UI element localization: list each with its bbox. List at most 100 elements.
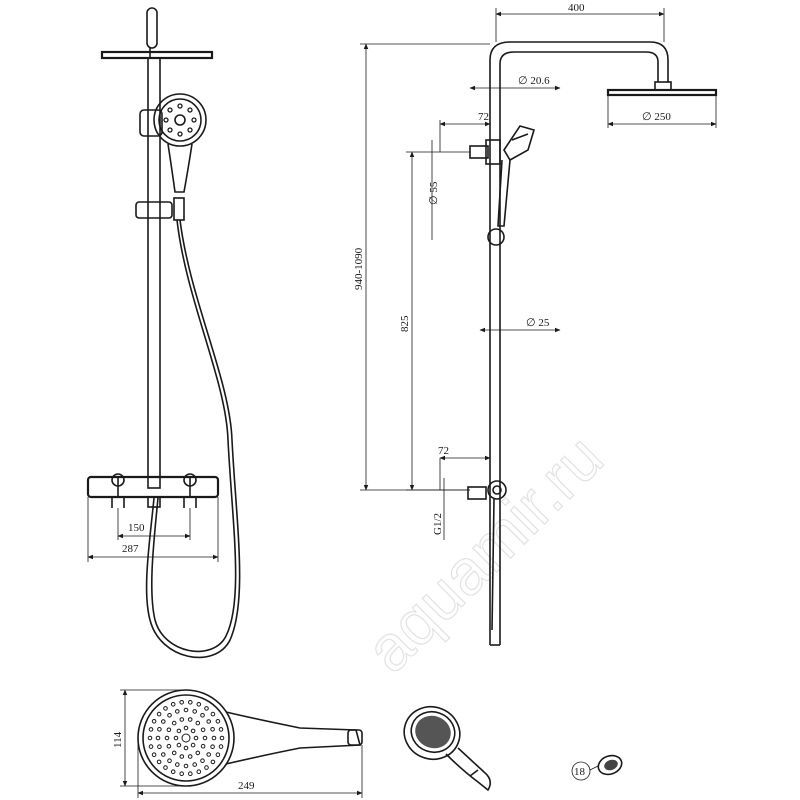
nozzle: [156, 711, 162, 717]
nozzle: [171, 720, 177, 726]
nozzle: [200, 758, 205, 764]
side-view: [360, 8, 718, 646]
rail-side: [489, 41, 669, 645]
nozzle: [163, 765, 168, 770]
dim-mixer-centers: 150: [128, 522, 145, 534]
nozzle: [151, 752, 157, 758]
nozzle: [215, 752, 221, 758]
nozzle: [164, 735, 170, 741]
nozzle: [200, 713, 205, 718]
hose-side: [491, 498, 495, 631]
nozzle: [188, 700, 193, 705]
hand-shower-side: [503, 125, 535, 162]
nozzle: [179, 771, 184, 777]
overhead-head-side: [606, 88, 718, 97]
nozzle: [210, 727, 215, 732]
nozzle: [192, 762, 197, 767]
nozzle: [179, 717, 185, 722]
nozzle: [181, 733, 191, 743]
nozzle: [196, 769, 202, 775]
nozzle: [156, 759, 162, 765]
nozzle: [219, 735, 225, 741]
nozzle: [170, 769, 176, 775]
part-18-callout: 18: [571, 754, 623, 781]
nozzle: [211, 735, 217, 741]
front-view: [86, 7, 241, 659]
rail-front: [147, 57, 161, 489]
nozzle: [200, 743, 206, 749]
nozzle: [193, 735, 199, 741]
nozzle: [206, 752, 211, 757]
nozzle: [176, 742, 182, 748]
nozzle: [179, 754, 185, 759]
nozzle: [170, 702, 176, 707]
nozzle: [157, 744, 162, 750]
nozzle: [151, 719, 157, 724]
dim-top-holder-offset: 72: [478, 111, 489, 123]
dim-inlet-thread: G1/2: [432, 513, 444, 535]
nozzle: [161, 752, 166, 757]
nozzle-pattern: [147, 700, 225, 777]
nozzle: [202, 735, 208, 741]
nozzle: [167, 758, 172, 764]
dim-bottom-offset: 72: [438, 445, 449, 457]
dim-rail-height: 825: [399, 315, 411, 332]
nozzle: [161, 719, 166, 724]
nozzle: [183, 763, 189, 769]
nozzle: [176, 728, 182, 734]
dim-hand-height: 114: [112, 731, 124, 748]
nozzle: [157, 727, 162, 732]
nozzle: [175, 762, 180, 767]
hose-front: [145, 219, 241, 659]
nozzle: [187, 717, 193, 722]
nozzle: [190, 742, 196, 748]
watermark: aquamir.ru: [352, 421, 617, 686]
hand-shower-perspective: [403, 705, 492, 792]
mixer-bar: [86, 475, 220, 499]
nozzle: [192, 709, 197, 714]
nozzle: [204, 706, 209, 711]
nozzle: [166, 743, 172, 749]
nozzle: [195, 750, 201, 756]
dim-head-diameter: ∅ 250: [642, 111, 671, 123]
nozzle: [183, 745, 189, 751]
nozzle: [167, 713, 172, 718]
part-number: 18: [574, 766, 586, 778]
dim-arm-length: 400: [568, 2, 585, 14]
nozzle: [173, 735, 179, 741]
nozzle: [206, 719, 211, 724]
dim-total-height: 940-1090: [353, 247, 365, 290]
nozzle: [147, 735, 153, 741]
nozzle: [188, 771, 193, 777]
nozzle: [175, 709, 180, 714]
nozzle: [171, 750, 177, 756]
nozzle: [215, 719, 221, 724]
nozzle: [200, 727, 206, 733]
nozzle: [195, 720, 201, 726]
hand-shower-front: [153, 93, 207, 193]
nozzle: [183, 707, 189, 713]
nozzle: [218, 744, 224, 749]
dim-arm-pipe-diameter: ∅ 20.6: [518, 75, 550, 87]
dim-rail-diameter: ∅ 25: [526, 317, 550, 329]
hand-shower-detail: [120, 689, 363, 798]
nozzle: [210, 744, 215, 750]
nozzle: [210, 759, 216, 765]
nozzle: [187, 754, 193, 759]
dim-hand-length: 249: [238, 780, 255, 792]
nozzle: [204, 765, 209, 770]
dim-holder-diameter: ∅ 55: [428, 181, 440, 205]
nozzle: [155, 735, 161, 741]
dim-mixer-width: 287: [122, 543, 139, 555]
nozzle: [190, 728, 196, 734]
nozzle: [218, 727, 224, 732]
nozzle: [210, 711, 216, 717]
nozzle: [196, 702, 202, 707]
nozzle: [179, 700, 184, 705]
nozzle: [163, 706, 168, 711]
nozzle: [148, 727, 154, 732]
nozzle: [166, 727, 172, 733]
nozzle: [183, 725, 189, 731]
nozzle: [148, 744, 154, 749]
